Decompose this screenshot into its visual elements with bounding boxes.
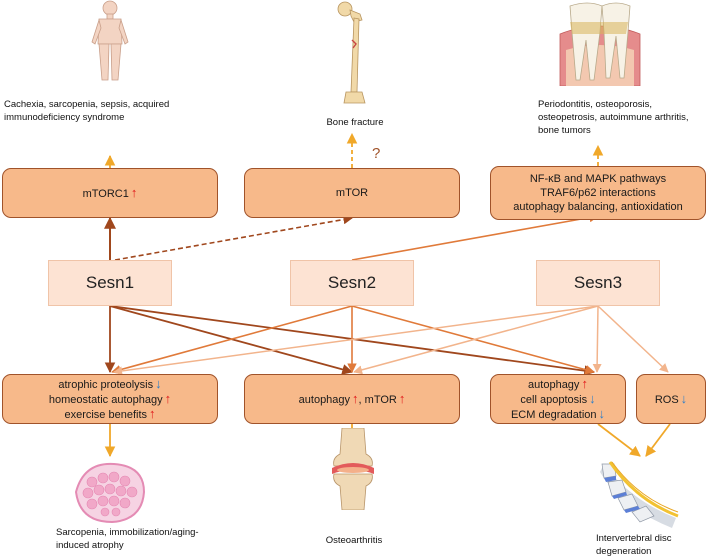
down-arrow-icon: ↓ (155, 375, 162, 391)
box-mtor: mTOR (244, 168, 460, 218)
up-arrow-icon: ↑ (149, 405, 156, 421)
node-sesn2: Sesn2 (290, 260, 414, 306)
down-arrow-icon: ↓ (589, 390, 596, 406)
link-sesn3-box2 (353, 305, 599, 375)
label-nfkb-line2: TRAF6/p62 interactions (540, 187, 656, 199)
label-mtor-suffix: , mTOR (358, 393, 397, 406)
caption-bone-fracture: Bone fracture (326, 117, 384, 128)
label-exercise-benefits: exercise benefits (64, 408, 148, 421)
label-ros: ROS (654, 393, 679, 406)
caption-periodontitis: Periodontitis, osteoporosis, osteopetros… (538, 99, 689, 136)
caption-sarcopenia: Sarcopenia, immobilization/aging-induced… (56, 527, 199, 551)
up-arrow-icon: ↑ (164, 390, 172, 406)
caption-ivd: Intervertebral disc degeneration (596, 533, 672, 557)
link-sesn3-box3 (592, 305, 602, 373)
question-mark: ? (372, 145, 381, 162)
box-atrophic: atrophic proteolysis↓ homeostatic autoph… (2, 374, 218, 424)
link-sesn2-nfkb (351, 212, 599, 261)
knee-joint-icon (332, 428, 374, 510)
femur-bone-icon (337, 1, 366, 104)
muscle-section-icon (74, 462, 146, 524)
label-ecm-degradation: ECM degradation (510, 408, 597, 421)
down-arrow-icon: ↓ (598, 405, 606, 421)
label-mtor: mTOR (335, 187, 369, 199)
human-body-icon (91, 0, 129, 81)
node-sesn1: Sesn1 (48, 260, 172, 306)
arrow-box4-ivd (645, 423, 671, 457)
node-sesn3: Sesn3 (536, 260, 660, 306)
arrow-box3-ivd (597, 423, 641, 457)
label-atrophic-proteolysis: atrophic proteolysis (58, 378, 154, 391)
label-autophagy: autophagy (298, 393, 351, 406)
link-sesn3-box1 (113, 305, 599, 376)
up-arrow-icon: ↑ (352, 390, 359, 406)
link-sesn3-box4 (597, 305, 669, 373)
link-sesn1-mtor-dashed (114, 214, 353, 261)
label-autophagy-3: autophagy (528, 378, 580, 391)
box-nfkb: NF-κB and MAPK pathways TRAF6/p62 intera… (490, 166, 706, 220)
box-autophagy-mtor: autophagy↑, mTOR↑ (244, 374, 460, 424)
up-arrow-icon: ↑ (130, 184, 138, 200)
box-ros: ROS↓ (636, 374, 706, 424)
label-mtorc1: mTORC1 (82, 187, 129, 200)
label-cell-apoptosis: cell apoptosis (520, 393, 588, 406)
up-arrow-icon: ↑ (398, 390, 406, 406)
box-mtorc1: mTORC1↑ (2, 168, 218, 218)
spine-disc-icon (600, 461, 679, 528)
tooth-periodontium-icon (559, 2, 641, 86)
label-nfkb-line1: NF-κB and MAPK pathways (529, 173, 667, 185)
caption-osteoarthritis: Osteoarthritis (325, 535, 383, 546)
label-homeostatic-autophagy: homeostatic autophagy (48, 393, 163, 406)
up-arrow-icon: ↑ (581, 375, 588, 391)
down-arrow-icon: ↓ (680, 390, 688, 406)
link-sesn2-box1 (111, 305, 353, 375)
caption-cachexia: Cachexia, sarcopenia, sepsis, acquired i… (4, 99, 170, 123)
link-sesn2-box3 (351, 305, 595, 375)
box-autophagy-apoptosis: autophagy↑ cell apoptosis↓ ECM degradati… (490, 374, 626, 424)
label-nfkb-line3: autophagy balancing, antioxidation (513, 201, 683, 213)
